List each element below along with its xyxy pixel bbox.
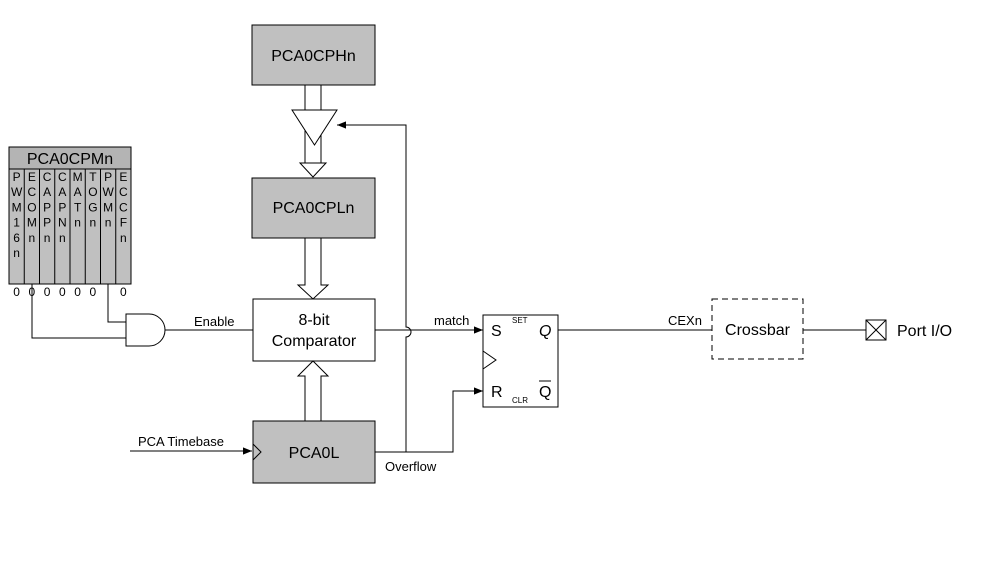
cpm-bit-char: C [119, 185, 128, 199]
cpm-bit-char: N [58, 216, 67, 230]
cpm-bit-char: M [103, 200, 113, 214]
clock-input-icon [252, 443, 262, 461]
comparator-block: 8-bit Comparator [252, 298, 376, 362]
cpm-bit-char: A [58, 185, 66, 199]
pca0cphn-label: PCA0CPHn [271, 48, 355, 65]
cpm-bit-value: 0 [120, 285, 127, 299]
cpm-bit-char: M [73, 170, 83, 184]
cpm-bit-char: M [12, 200, 22, 214]
cpl-to-comparator-bus [296, 237, 330, 300]
cpm-bit-char: P [43, 216, 51, 230]
cpm-bit-char: 1 [13, 216, 20, 230]
cpm-bit-char: n [29, 231, 36, 245]
cpm-bit-char: M [27, 216, 37, 230]
cpm-bit-value: 0 [59, 285, 66, 299]
cpm-bit-char: W [11, 185, 23, 199]
cpm-bit-char: n [120, 231, 127, 245]
comparator-line2: Comparator [272, 333, 357, 350]
cpm-bit-char: n [74, 216, 81, 230]
cpm-bit-char: C [58, 170, 67, 184]
cexn-label: CEXn [668, 313, 702, 328]
pca0cpmn-bits: PWM16n0ECOMn0CAPPn0CAPNn0MATn0TOGn0PWMnE… [11, 169, 128, 299]
cpm-bit-char: T [74, 200, 82, 214]
cpm-bit-char: C [28, 185, 37, 199]
crossbar-label: Crossbar [725, 322, 791, 339]
cpm-bit-value: 0 [74, 285, 81, 299]
pca0cpmn-title: PCA0CPMn [27, 151, 113, 168]
flipflop-clock-icon [482, 350, 497, 370]
tristate-buffer [291, 109, 338, 146]
cpm-bit-char: P [104, 170, 112, 184]
cpm-bit-char: n [90, 216, 97, 230]
cpm-bit-value: 0 [13, 285, 20, 299]
cpm-bit-char: n [13, 246, 20, 260]
pca0l-register: PCA0L [252, 420, 376, 484]
cpm-bit-column: PWM 16n 0 [11, 170, 23, 299]
crossbar-block: Crossbar [711, 298, 804, 360]
pca0l-to-comparator-bus [296, 360, 330, 422]
sr-flipflop: S SET Q R CLR Q [482, 314, 559, 408]
cpm-bit-char: C [43, 170, 52, 184]
cpm-bit-char: A [43, 185, 51, 199]
cpm-bit-char: P [43, 200, 51, 214]
and-gate [125, 313, 166, 347]
cpm-bit-char: F [120, 216, 127, 230]
cpm-bit-char: G [88, 200, 97, 214]
pca-timebase-label: PCA Timebase [138, 434, 224, 449]
overflow-feedback-line [337, 121, 412, 453]
cpm-bit-char: O [27, 200, 36, 214]
cpm-bit-char: C [119, 200, 128, 214]
cpm-bit-char: T [89, 170, 97, 184]
match-label: match [434, 313, 469, 328]
cpm-bit-value: 0 [90, 285, 97, 299]
port-pin-icon [865, 319, 887, 341]
pca0cpln-label: PCA0CPLn [273, 200, 355, 217]
enable-line: Enable [165, 314, 253, 331]
cpm-bit-char: P [58, 200, 66, 214]
flipflop-clr: CLR [512, 396, 528, 405]
cpm-bit-char: P [13, 170, 21, 184]
match-line: match [375, 313, 483, 334]
flipflop-q: Q [539, 323, 551, 340]
cpm-bit-char: A [74, 185, 82, 199]
cpm-bit-char: n [59, 231, 66, 245]
pca-timebase-signal: PCA Timebase [130, 434, 252, 455]
enable-wires [31, 284, 128, 339]
overflow-to-reset-line [406, 387, 483, 453]
cpm-bit-char: 6 [13, 231, 20, 245]
flipflop-r: R [491, 384, 503, 401]
cexn-line: CEXn [558, 313, 712, 331]
pca0cpln-register: PCA0CPLn [251, 177, 376, 239]
cpm-bit-char: O [88, 185, 97, 199]
flipflop-set: SET [512, 316, 528, 325]
cpm-bit-char: n [105, 216, 112, 230]
cpm-bit-char: E [119, 170, 127, 184]
flipflop-s: S [491, 323, 502, 340]
port-io-line: Port I/O [803, 319, 952, 341]
pca0cphn-register: PCA0CPHn [251, 24, 376, 86]
overflow-label: Overflow [385, 459, 437, 474]
enable-label: Enable [194, 314, 234, 329]
port-io-label: Port I/O [897, 323, 952, 340]
cpm-bit-char: n [44, 231, 51, 245]
pca0cpmn-register: PCA0CPMn PWM16n0ECOMn0CAPPn0CAPNn0MATn0T… [8, 146, 132, 299]
pca0l-label: PCA0L [289, 445, 340, 462]
cpm-bit-char: E [28, 170, 36, 184]
comparator-line1: 8-bit [298, 312, 330, 329]
cpm-bit-char: W [102, 185, 114, 199]
cpm-bit-value: 0 [44, 285, 51, 299]
flipflop-qbar: Q [539, 384, 551, 401]
